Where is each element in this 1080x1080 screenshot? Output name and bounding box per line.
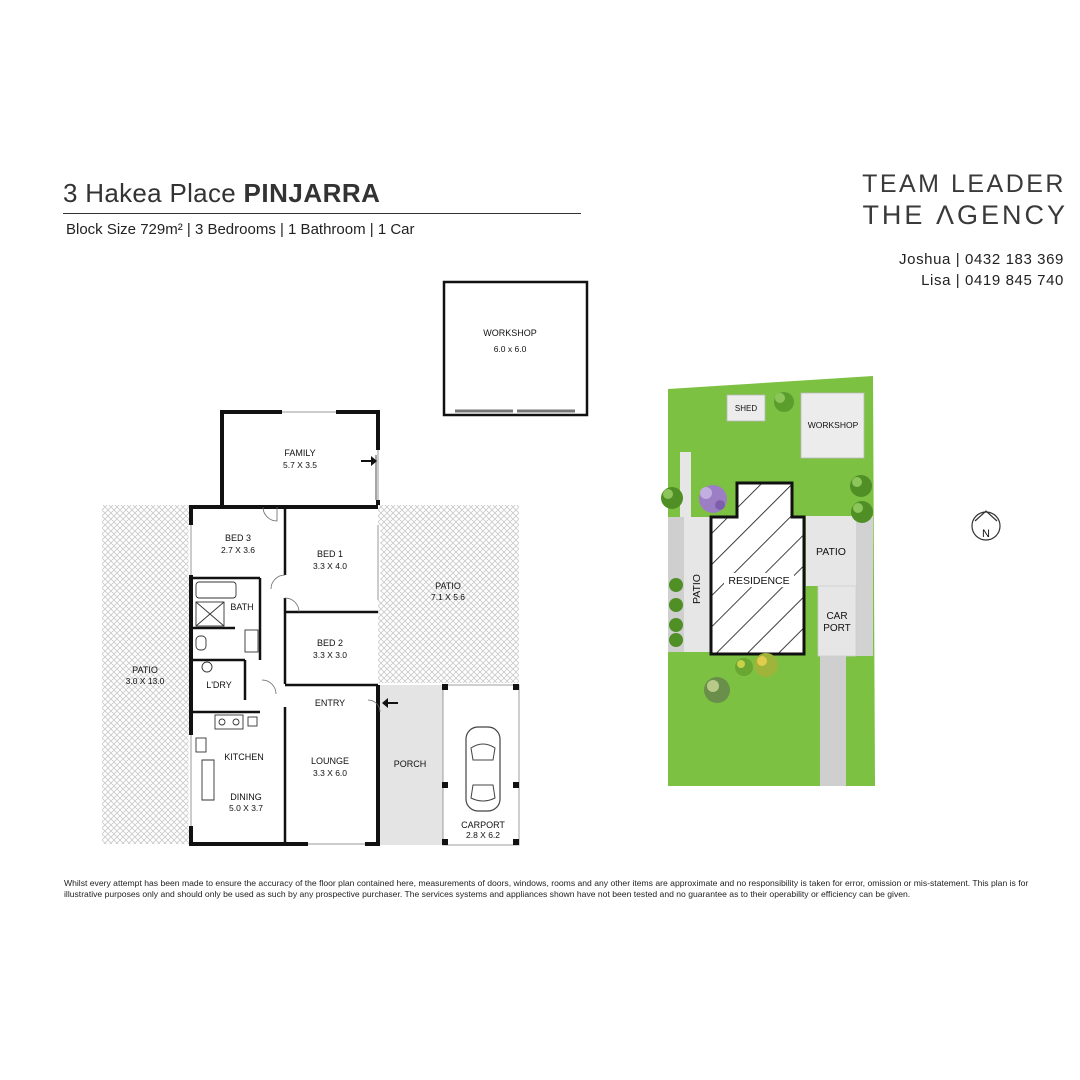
workshop-building [442,280,589,417]
site-plan: SHED WORKSHOP RESIDENCE PATIO PATIO CAR … [661,376,1001,786]
bed3-label: BED 3 [225,533,251,543]
family-entry-arrow [361,456,377,466]
bathroom-fixtures [195,581,259,673]
patio-east-size: 7.1 X 5.6 [431,592,465,602]
bed1-label: BED 1 [317,549,343,559]
lounge-label: LOUNGE [311,756,349,766]
family-label: FAMILY [284,448,315,458]
residence-building [709,481,806,656]
brand-the-agency: THE ΛGENCY [862,200,1068,230]
window-lines [190,411,379,845]
bed3-size: 2.7 X 3.6 [221,545,255,555]
patio-east-paving [806,516,856,586]
workshop-site-building [800,392,865,459]
bed2-size: 3.3 X 3.0 [313,650,347,660]
interior-walls [191,507,378,844]
site-carport-label-2: PORT [823,623,851,634]
side-path-east [856,516,873,656]
title-divider [63,213,581,214]
bath-label: BATH [230,602,253,612]
north-arrow-icon: N [971,510,1001,541]
patio-west-paving [684,517,710,652]
front-entry-arrow [382,698,398,708]
residence-label-bg [724,573,794,587]
contact-lisa: Lisa | 0419 845 740 [921,272,1064,289]
carport-posts [442,684,519,845]
site-carport-label-1: CAR [826,611,847,622]
patio-west-area [102,505,191,844]
workshop-size: 6.0 x 6.0 [494,344,527,354]
site-shed-label: SHED [735,404,757,413]
disclaimer-text: Whilst every attempt has been made to en… [64,878,1029,899]
contact-joshua: Joshua | 0432 183 369 [899,251,1064,268]
site-patio-east-label: PATIO [816,546,846,558]
entry-label: ENTRY [315,698,345,708]
driveway [820,656,846,786]
kitchen-label: KITCHEN [224,752,264,762]
patio-east-area [378,505,519,683]
workshop-label: WORKSHOP [483,328,537,338]
site-patio-west-label: PATIO [691,574,703,604]
porch-area [380,685,443,845]
patio-east-label: PATIO [435,581,461,591]
shed-building [726,394,766,422]
site-workshop-label: WORKSHOP [808,420,859,430]
bed2-label: BED 2 [317,638,343,648]
site-residence-label: RESIDENCE [728,575,789,587]
lounge-size: 3.3 X 6.0 [313,768,347,778]
family-size: 5.7 X 3.5 [283,460,317,470]
floor-plan: WORKSHOP 6.0 x 6.0 [102,280,589,847]
address-street: 3 Hakea Place [63,178,237,208]
door-swings [261,506,381,713]
dining-label: DINING [230,792,262,802]
carport-paving [817,585,857,657]
property-address: 3 Hakea Place PINJARRA [63,178,380,209]
address-suburb: PINJARRA [243,178,381,208]
porch-label: PORCH [394,759,427,769]
carport-label: CARPORT [461,820,505,830]
kitchen-fixtures [195,714,258,801]
shrubs [661,392,873,703]
car-icon [465,726,501,812]
patio-west-label: PATIO [132,665,158,675]
laundry-label: L'DRY [206,680,232,690]
north-label: N [982,528,990,540]
property-specs: Block Size 729m² | 3 Bedrooms | 1 Bathro… [66,221,415,238]
carport-size: 2.8 X 6.2 [466,830,500,840]
brand-team-leader: TEAM LEADER [862,170,1066,198]
patio-west-size: 3.0 X 13.0 [126,676,165,686]
bed1-size: 3.3 X 4.0 [313,561,347,571]
side-path [680,452,691,517]
dining-size: 5.0 X 3.7 [229,803,263,813]
